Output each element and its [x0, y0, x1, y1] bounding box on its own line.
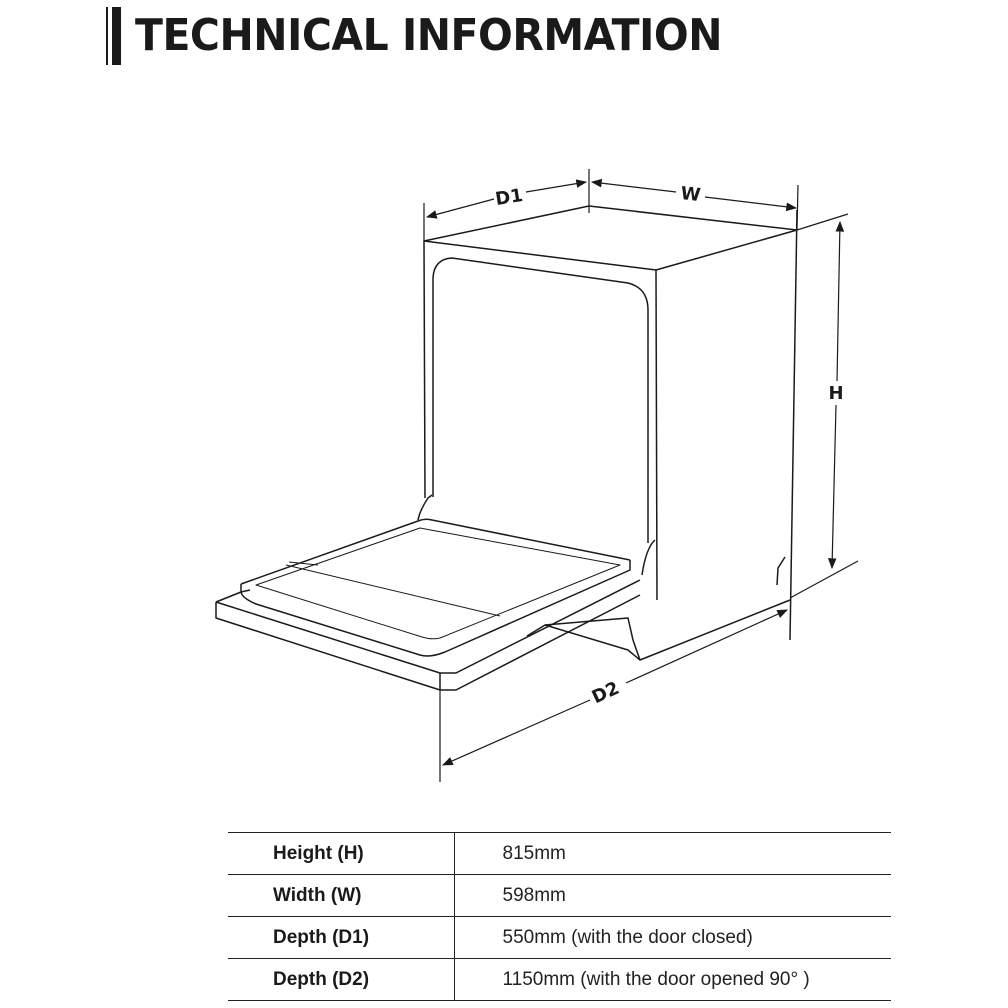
spec-value: 815mm: [454, 832, 891, 875]
table-row: Width (W) 598mm: [228, 874, 891, 917]
label-h: H: [828, 383, 843, 404]
page-title: TECHNICAL INFORMATION: [135, 10, 722, 61]
spec-label: Width (W): [228, 874, 455, 917]
page-header: TECHNICAL INFORMATION: [112, 4, 766, 68]
label-d1: D1: [494, 185, 524, 210]
spec-label: Depth (D2): [228, 958, 455, 1001]
label-d2: D2: [589, 678, 623, 709]
spec-table: Height (H) 815mm Width (W) 598mm Depth (…: [228, 832, 891, 1001]
spec-value: 598mm: [454, 874, 891, 917]
spec-label: Height (H): [228, 832, 455, 875]
label-w: W: [680, 183, 702, 206]
table-row: Height (H) 815mm: [228, 832, 891, 875]
dishwasher-dimension-diagram: D1 W H D2: [215, 169, 859, 782]
title-accent-bar: [112, 7, 121, 65]
dimension-lines: [423, 169, 859, 782]
table-row: Depth (D1) 550mm (with the door closed): [228, 916, 891, 959]
spec-label: Depth (D1): [228, 916, 455, 959]
spec-value: 1150mm (with the door opened 90° ): [454, 958, 891, 1001]
table-row: Depth (D2) 1150mm (with the door opened …: [228, 958, 891, 1001]
dishwasher-outline: [215, 205, 798, 691]
spec-value: 550mm (with the door closed): [454, 916, 891, 959]
